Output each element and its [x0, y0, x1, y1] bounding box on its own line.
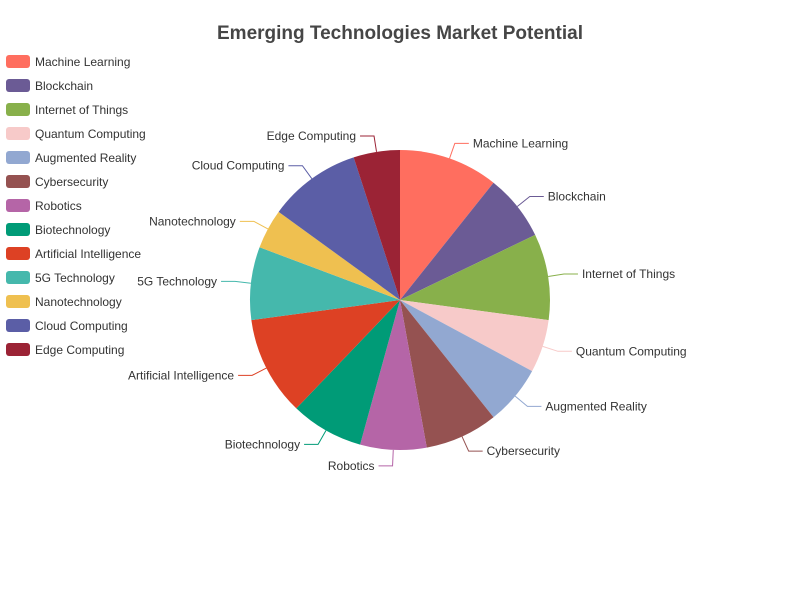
leader-line-biotechnology — [304, 430, 327, 445]
legend-item-quantum-computing[interactable]: Quantum Computing — [6, 127, 146, 141]
legend-label-biotechnology: Biotechnology — [35, 223, 110, 237]
slice-label-artificial-intelligence: Artificial Intelligence — [128, 368, 234, 382]
slice-label-augmented-reality: Augmented Reality — [545, 399, 646, 413]
pie-slice-cybersecurity[interactable] — [400, 300, 494, 448]
pie-slice-cloud-computing[interactable] — [278, 157, 400, 300]
leader-line-blockchain — [516, 196, 544, 207]
legend-label-blockchain: Blockchain — [35, 79, 93, 93]
slice-label-internet-of-things: Internet of Things — [582, 267, 675, 281]
leader-line-artificial-intelligence — [238, 367, 267, 376]
legend-label-nanotechnology: Nanotechnology — [35, 295, 122, 309]
legend-swatch-cybersecurity — [6, 175, 30, 188]
pie-slice-machine-learning[interactable] — [400, 150, 494, 300]
legend-swatch-edge-computing — [6, 343, 30, 356]
legend-item-blockchain[interactable]: Blockchain — [6, 79, 93, 93]
slice-label-edge-computing: Edge Computing — [267, 129, 356, 143]
legend-swatch-5g-technology — [6, 271, 30, 284]
slice-label-machine-learning: Machine Learning — [473, 136, 568, 150]
pie-slice-edge-computing[interactable] — [353, 150, 400, 300]
legend-label-cybersecurity: Cybersecurity — [35, 175, 108, 189]
pie-slice-artificial-intelligence[interactable] — [251, 300, 400, 409]
slice-label-nanotechnology: Nanotechnology — [149, 214, 236, 228]
slice-label-5g-technology: 5G Technology — [137, 274, 217, 288]
pie-slice-quantum-computing[interactable] — [400, 300, 549, 372]
legend-swatch-quantum-computing — [6, 127, 30, 140]
label-leader-lines — [221, 135, 578, 467]
legend-label-robotics: Robotics — [35, 199, 82, 213]
slice-label-blockchain: Blockchain — [548, 190, 606, 204]
legend-item-robotics[interactable]: Robotics — [6, 199, 82, 213]
legend-label-artificial-intelligence: Artificial Intelligence — [35, 247, 141, 261]
legend-swatch-blockchain — [6, 79, 30, 92]
legend-swatch-robotics — [6, 199, 30, 212]
leader-line-cybersecurity — [461, 436, 483, 452]
pie-slice-5g-technology[interactable] — [250, 247, 400, 321]
legend-item-cybersecurity[interactable]: Cybersecurity — [6, 175, 108, 189]
pie-slice-robotics[interactable] — [360, 300, 427, 450]
leader-line-edge-computing — [360, 135, 378, 152]
legend-label-5g-technology: 5G Technology — [35, 271, 115, 285]
slice-label-quantum-computing: Quantum Computing — [576, 344, 687, 358]
chart-title: Emerging Technologies Market Potential — [217, 23, 583, 44]
legend-label-quantum-computing: Quantum Computing — [35, 127, 146, 141]
legend-swatch-internet-of-things — [6, 103, 30, 116]
slice-label-cybersecurity: Cybersecurity — [487, 444, 560, 458]
legend-label-machine-learning: Machine Learning — [35, 55, 130, 69]
legend-swatch-augmented-reality — [6, 151, 30, 164]
legend-swatch-cloud-computing — [6, 319, 30, 332]
leader-line-internet-of-things — [548, 273, 578, 278]
pie-slice-blockchain[interactable] — [400, 182, 536, 300]
legend-label-cloud-computing: Cloud Computing — [35, 319, 128, 333]
legend-swatch-artificial-intelligence — [6, 247, 30, 260]
legend-swatch-nanotechnology — [6, 295, 30, 308]
pie-slice-internet-of-things[interactable] — [400, 234, 550, 321]
legend-item-cloud-computing[interactable]: Cloud Computing — [6, 319, 128, 333]
leader-line-nanotechnology — [239, 220, 269, 230]
leader-line-augmented-reality — [514, 395, 542, 407]
pie-slice-biotechnology[interactable] — [296, 300, 400, 445]
legend-item-augmented-reality[interactable]: Augmented Reality — [6, 151, 136, 165]
slice-label-robotics: Robotics — [328, 459, 375, 473]
legend-item-machine-learning[interactable]: Machine Learning — [6, 55, 130, 69]
leader-line-quantum-computing — [542, 345, 572, 352]
pie-slices — [250, 150, 550, 450]
legend-item-5g-technology[interactable]: 5G Technology — [6, 271, 115, 285]
leader-line-cloud-computing — [288, 165, 313, 179]
pie-slice-augmented-reality[interactable] — [400, 300, 533, 418]
legend-item-artificial-intelligence[interactable]: Artificial Intelligence — [6, 247, 141, 261]
pie-slice-nanotechnology[interactable] — [259, 211, 400, 300]
legend-label-internet-of-things: Internet of Things — [35, 103, 128, 117]
slice-label-biotechnology: Biotechnology — [225, 437, 300, 451]
legend-item-biotechnology[interactable]: Biotechnology — [6, 223, 110, 237]
leader-line-5g-technology — [221, 280, 251, 284]
slice-label-cloud-computing: Cloud Computing — [192, 159, 285, 173]
legend-swatch-machine-learning — [6, 55, 30, 68]
legend-item-nanotechnology[interactable]: Nanotechnology — [6, 295, 122, 309]
legend-item-edge-computing[interactable]: Edge Computing — [6, 343, 124, 357]
legend-item-internet-of-things[interactable]: Internet of Things — [6, 103, 128, 117]
legend-label-edge-computing: Edge Computing — [35, 343, 124, 357]
leader-line-robotics — [378, 449, 394, 467]
leader-line-machine-learning — [449, 142, 469, 159]
legend-swatch-biotechnology — [6, 223, 30, 236]
legend-label-augmented-reality: Augmented Reality — [35, 151, 136, 165]
